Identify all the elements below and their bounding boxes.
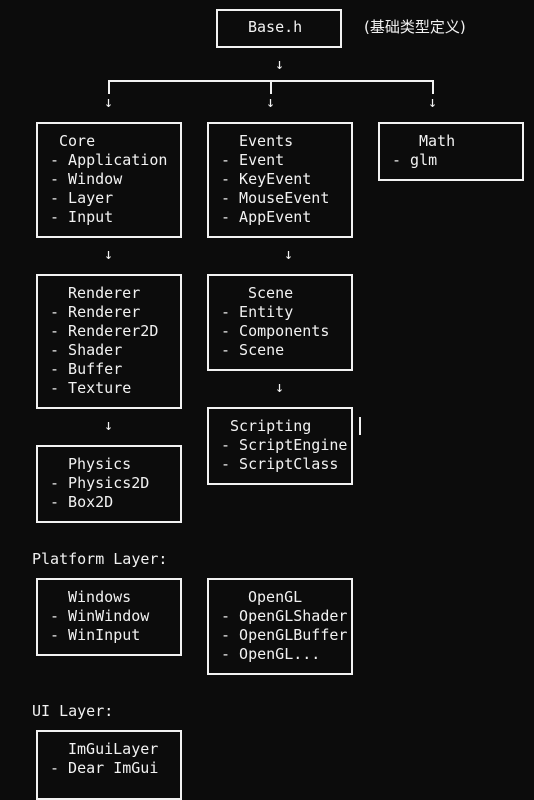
arrow-core-to-renderer: ↓	[104, 245, 114, 263]
branch-drop-events	[270, 80, 272, 94]
opengl-item: - OpenGLBuffer	[221, 626, 348, 644]
opengl-item: - OpenGLShader	[221, 607, 348, 625]
scene-title: Scene	[248, 284, 294, 302]
math-item: - glm	[392, 151, 438, 169]
arrow-to-events: ↓	[266, 93, 276, 111]
base-h-note: (基础类型定义)	[364, 18, 466, 36]
math-box	[378, 122, 524, 181]
renderer-item: - Renderer	[50, 303, 141, 321]
scene-item: - Entity	[221, 303, 294, 321]
scripting-title: Scripting	[230, 417, 312, 435]
text-cursor	[359, 417, 361, 435]
scene-item: - Scene	[221, 341, 285, 359]
scene-item: - Components	[221, 322, 330, 340]
scene-box	[207, 274, 353, 371]
arrow-events-to-scene: ↓	[284, 245, 294, 263]
physics-title: Physics	[68, 455, 132, 473]
events-item: - AppEvent	[221, 208, 312, 226]
events-box	[207, 122, 353, 238]
scripting-item: - ScriptClass	[221, 455, 339, 473]
core-item: - Window	[50, 170, 123, 188]
physics-item: - Physics2D	[50, 474, 150, 492]
core-box	[36, 122, 182, 238]
opengl-title: OpenGL	[248, 588, 303, 606]
opengl-item: - OpenGL...	[221, 645, 321, 663]
windows-box	[36, 578, 182, 656]
core-item: - Application	[50, 151, 168, 169]
arrow-to-math: ↓	[428, 93, 438, 111]
renderer-box	[36, 274, 182, 409]
events-item: - Event	[221, 151, 285, 169]
scripting-item: - ScriptEngine	[221, 436, 348, 454]
base-h-box	[216, 9, 342, 48]
scripting-box	[207, 407, 353, 485]
ui-layer-heading: UI Layer:	[32, 702, 114, 720]
arrow-scene-to-scripting: ↓	[275, 378, 285, 396]
arrow-to-core: ↓	[104, 93, 114, 111]
physics-item: - Box2D	[50, 493, 114, 511]
opengl-box	[207, 578, 353, 675]
arrow-base-down: ↓	[275, 55, 285, 73]
imgui-item: - Dear ImGui	[50, 759, 159, 777]
platform-layer-heading: Platform Layer:	[32, 550, 168, 568]
renderer-item: - Shader	[50, 341, 123, 359]
branch-drop-math	[432, 80, 434, 94]
math-title: Math	[419, 132, 456, 150]
renderer-item: - Texture	[50, 379, 132, 397]
events-item: - MouseEvent	[221, 189, 330, 207]
windows-item: - WinInput	[50, 626, 141, 644]
renderer-title: Renderer	[68, 284, 141, 302]
windows-item: - WinWindow	[50, 607, 150, 625]
events-item: - KeyEvent	[221, 170, 312, 188]
core-item: - Input	[50, 208, 114, 226]
arrow-renderer-to-physics: ↓	[104, 416, 114, 434]
core-title: Core	[59, 132, 96, 150]
renderer-item: - Renderer2D	[50, 322, 159, 340]
events-title: Events	[239, 132, 294, 150]
imgui-title: ImGuiLayer	[68, 740, 159, 758]
renderer-item: - Buffer	[50, 360, 123, 378]
windows-title: Windows	[68, 588, 132, 606]
core-item: - Layer	[50, 189, 114, 207]
base-h-label: Base.h	[248, 18, 303, 36]
branch-drop-core	[108, 80, 110, 94]
physics-box	[36, 445, 182, 523]
